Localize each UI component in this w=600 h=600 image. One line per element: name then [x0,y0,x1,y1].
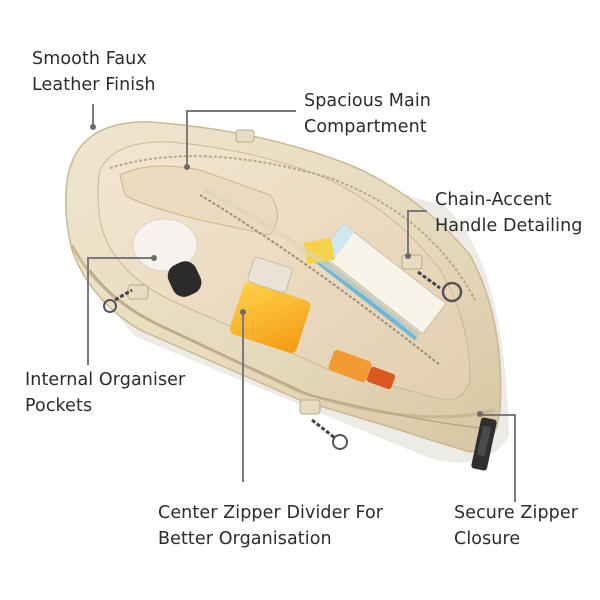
callout-secure-zipper: Secure Zipper Closure [454,500,578,552]
leader-spacious-main-h [186,110,296,112]
leader-dot-chain-accent [405,253,411,259]
leader-dot-secure-zipper [477,411,483,417]
leader-chain-accent-v [407,210,409,255]
leader-center-zipper [242,312,244,482]
callout-line2: Compartment [304,117,427,137]
callout-line1: Smooth Faux [32,49,147,69]
callout-line1: Chain-Accent [435,190,552,210]
leader-secure-zipper-h [480,414,514,416]
callout-line2: Better Organisation [158,529,332,549]
callout-line2: Handle Detailing [435,216,583,236]
handle-hardware [103,129,463,450]
organiser-pocket [119,165,278,236]
callout-spacious-main: Spacious Main Compartment [304,88,431,140]
callout-line1: Internal Organiser [25,370,186,390]
leader-dot-spacious-main [184,164,190,170]
center-zipper-line [199,194,441,366]
callout-line1: Spacious Main [304,91,431,111]
leader-spacious-main-v [186,110,188,166]
leader-dot-center-zipper [240,309,246,315]
callout-internal-organiser: Internal Organiser Pockets [25,367,185,419]
callout-line1: Center Zipper Divider For [158,503,384,523]
leader-dot-smooth-faux-leather [90,124,96,130]
callout-center-zipper: Center Zipper Divider For Better Organis… [158,500,383,552]
leader-internal-organiser-h [87,257,153,259]
leader-chain-accent-h [407,210,427,212]
perfume-bottle [229,282,311,353]
leader-smooth-faux-leather [92,104,94,128]
leader-secure-zipper-v [514,414,516,502]
leader-internal-organiser-v [87,257,89,365]
callout-line2: Leather Finish [32,75,156,95]
callout-chain-accent: Chain-Accent Handle Detailing [435,187,583,239]
callout-line2: Pockets [25,396,93,416]
zipper-pull [471,417,497,471]
callout-line1: Secure Zipper [454,503,579,523]
callout-smooth-faux-leather: Smooth Faux Leather Finish [32,46,156,98]
callout-line2: Closure [454,529,521,549]
leader-dot-internal-organiser [151,255,157,261]
